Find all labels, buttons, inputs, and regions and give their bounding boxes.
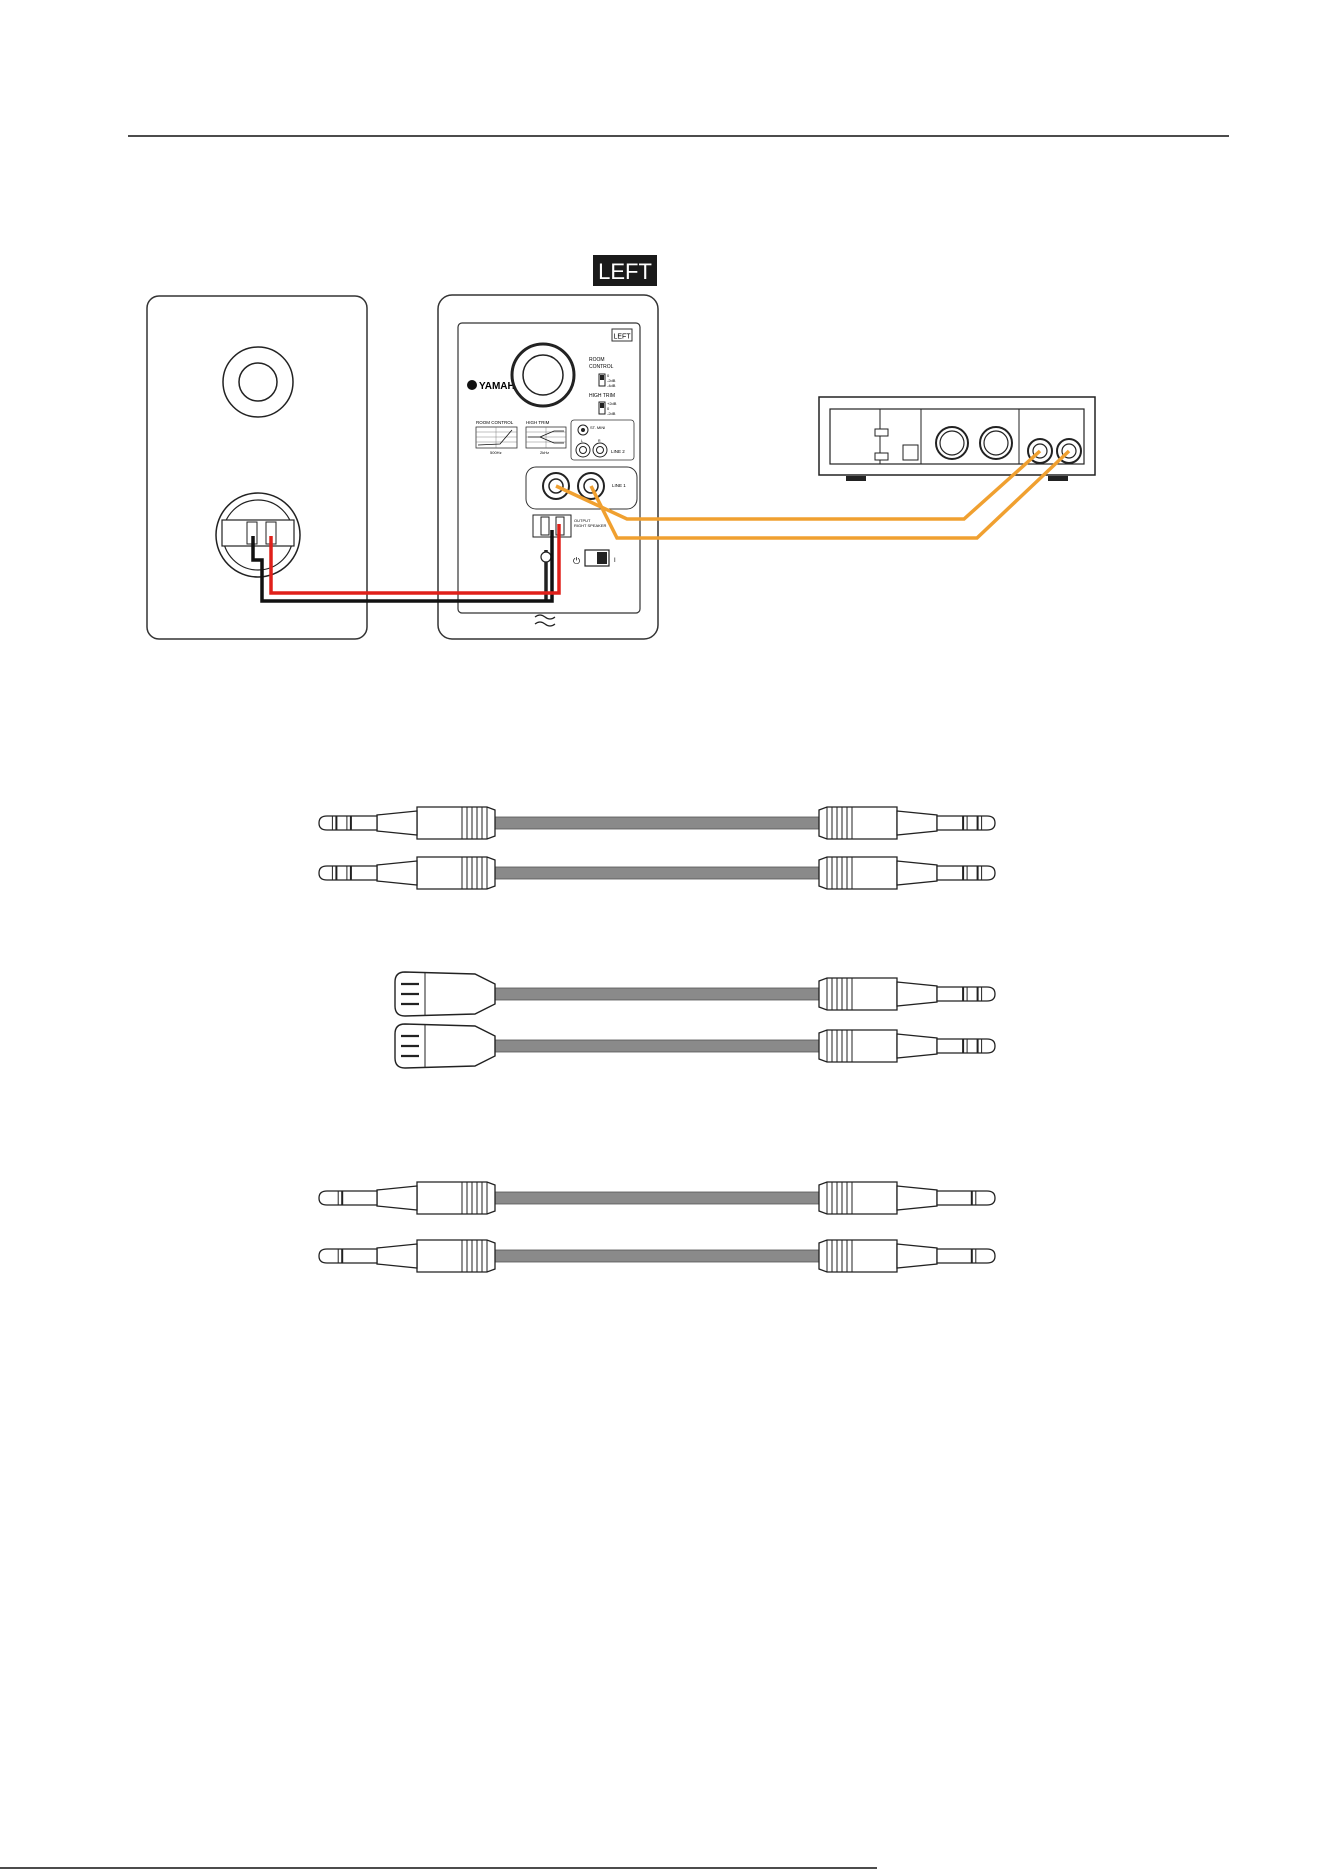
cable-ts-to-ts	[319, 1240, 995, 1272]
passive-speaker	[147, 296, 367, 639]
line2-inputs: ST. MINI L R LINE 2	[571, 420, 634, 460]
cable-ts-to-ts	[319, 1182, 995, 1214]
rear-side-label: LEFT	[613, 334, 631, 341]
svg-text:LINE 1: LINE 1	[612, 483, 626, 488]
svg-text:LINE 2: LINE 2	[611, 449, 625, 454]
svg-text:ROOM CONTROL: ROOM CONTROL	[476, 420, 514, 425]
svg-text:ST. MINI: ST. MINI	[590, 425, 605, 430]
left-badge: LEFT	[593, 255, 657, 286]
svg-text:L: L	[581, 439, 583, 443]
svg-text:500Hz: 500Hz	[490, 450, 502, 455]
cable-xlr-to-trs	[395, 1024, 995, 1068]
speaker-terminal	[216, 493, 300, 577]
audio-interface	[819, 397, 1095, 481]
line1-inputs: LINE 1	[526, 467, 637, 509]
cable-illustrations	[319, 807, 995, 1272]
svg-text:HIGH TRIM: HIGH TRIM	[589, 393, 615, 399]
cable-trs-to-trs	[319, 857, 995, 889]
svg-text:-4dB: -4dB	[607, 383, 616, 388]
svg-text:RIGHT SPEAKER: RIGHT SPEAKER	[574, 523, 606, 528]
svg-text:⏻: ⏻	[573, 556, 580, 566]
cable-trs-to-trs	[319, 807, 995, 839]
svg-text:2kHz: 2kHz	[540, 450, 549, 455]
powered-speaker-rear: LEFT YAMAHA ROOM CONTROL 0 -2dB -4dB HIG…	[438, 295, 658, 639]
cable-xlr-to-trs	[395, 972, 995, 1016]
svg-text:-2dB: -2dB	[607, 411, 616, 416]
svg-text:ROOM: ROOM	[589, 357, 605, 363]
left-badge-label: LEFT	[598, 259, 652, 284]
svg-text:HIGH TRIM: HIGH TRIM	[526, 420, 550, 425]
svg-text:CONTROL: CONTROL	[589, 364, 614, 370]
